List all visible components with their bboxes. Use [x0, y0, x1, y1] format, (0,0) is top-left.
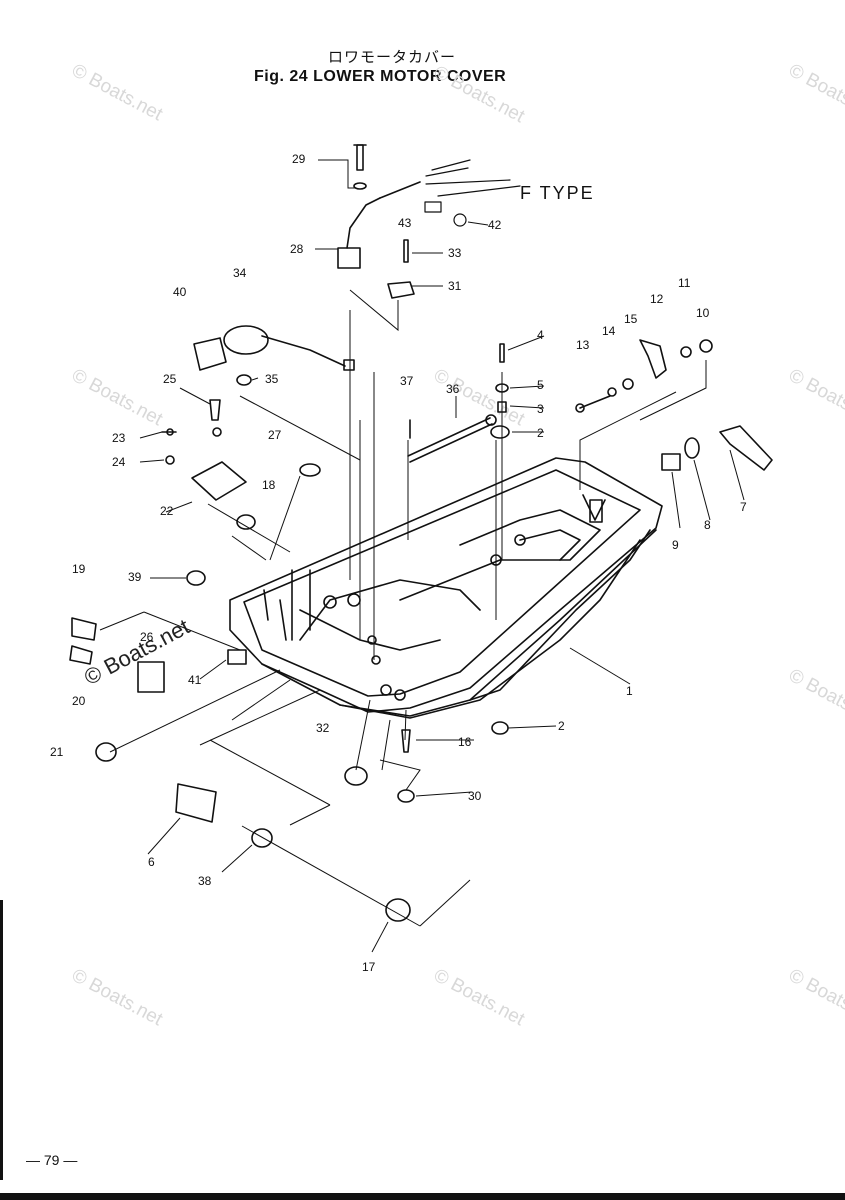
part-12-lever: [639, 339, 667, 379]
part-26-pad: [137, 661, 165, 693]
part-17-plug: [385, 898, 411, 922]
callout-33: 33: [448, 246, 462, 260]
callout-14: 14: [602, 324, 616, 338]
scan-edge: [0, 900, 3, 1180]
callout-29: 29: [292, 152, 306, 166]
part-25-bolt: [209, 399, 222, 437]
callout-16: 16: [458, 735, 472, 749]
callout-6: 6: [148, 855, 155, 869]
callout-11: 11: [678, 276, 691, 290]
callout-31: 31: [448, 279, 462, 293]
part-40-cap: [193, 337, 227, 371]
callout-9: 9: [672, 538, 679, 552]
diagram-title: Fig. 24 LOWER MOTOR COVER: [254, 68, 507, 85]
callout-13: 13: [576, 338, 590, 352]
callout-2b: 2: [558, 719, 565, 733]
callout-18: 18: [262, 478, 276, 492]
part-8-grommet: [684, 437, 700, 459]
part-19-clip: [71, 617, 97, 641]
callout-24: 24: [112, 455, 126, 469]
part-14-washer: [607, 387, 617, 397]
callout-27: 27: [268, 428, 282, 442]
callout-1: 1: [626, 684, 633, 698]
callout-35: 35: [265, 372, 279, 386]
part-13-bolt: [575, 395, 611, 413]
part-22-plate: [191, 461, 247, 501]
part-10-washer: [699, 339, 713, 353]
leader-lines: [99, 159, 745, 953]
callout-17: 17: [362, 960, 376, 974]
callout-41: 41: [188, 673, 202, 687]
part-29-bolt: [353, 144, 367, 190]
callout-4: 4: [537, 328, 544, 342]
part-33-screw: [403, 239, 409, 263]
callout-23: 23: [112, 431, 126, 445]
callout-42: 42: [488, 218, 502, 232]
part-38-plug: [251, 828, 273, 848]
callout-20: 20: [72, 694, 86, 708]
f-type-label: F TYPE: [520, 183, 595, 203]
callout-28: 28: [290, 242, 304, 256]
part-21-plug: [95, 742, 117, 762]
lower-motor-cover-body: [229, 457, 663, 719]
part-15-nut: [622, 378, 634, 390]
callout-19: 19: [72, 562, 86, 576]
callout-25: 25: [163, 372, 177, 386]
callout-8: 8: [704, 518, 711, 532]
callout-30: 30: [468, 789, 482, 803]
part-41-block: [227, 649, 247, 665]
callout-5: 5: [537, 378, 544, 392]
page-number: — 79 —: [26, 1152, 78, 1168]
part-27-grommet: [299, 463, 321, 477]
diagram-title-japanese: ロワモータカバー: [328, 48, 457, 66]
part-2b-grommet: [491, 721, 509, 735]
part-6-plate: [175, 783, 217, 823]
part-28-bracket: [337, 181, 421, 269]
part-35-grommet: [236, 374, 252, 386]
part-39-bushing: [186, 570, 206, 586]
ftype-wire-harness: [424, 159, 521, 227]
callout-22: 22: [160, 504, 174, 518]
callout-2: 2: [537, 426, 544, 440]
part-24-washer: [165, 455, 175, 465]
callout-15: 15: [624, 312, 638, 326]
callout-34: 34: [233, 266, 247, 280]
callout-36: 36: [446, 382, 460, 396]
callout-39: 39: [128, 570, 142, 584]
callout-7: 7: [740, 500, 747, 514]
part-9-bushing: [661, 453, 681, 471]
callout-37: 37: [400, 374, 414, 388]
callout-12: 12: [650, 292, 664, 306]
callout-38: 38: [198, 874, 212, 888]
part-4-screw: [499, 343, 505, 363]
part-20-clip: [69, 645, 93, 665]
part-11-spring: [680, 346, 692, 358]
part-2-grommet: [490, 425, 510, 439]
callout-21: 21: [50, 745, 64, 759]
callout-32: 32: [316, 721, 330, 735]
part-30-grommet: [397, 789, 415, 803]
part-34-switch: [223, 325, 355, 371]
callout-3: 3: [537, 402, 544, 416]
part-23-screw: [161, 428, 177, 436]
part-31-clip: [387, 281, 415, 299]
callout-43: 43: [398, 216, 412, 230]
part-18-bushing: [236, 514, 256, 530]
callout-26: 26: [140, 630, 154, 644]
callout-40: 40: [173, 285, 187, 299]
part-16-screw: [401, 729, 411, 753]
scan-edge: [0, 1193, 845, 1200]
part-36-rod: [407, 414, 497, 463]
part-7-handle: [719, 425, 773, 471]
callout-10: 10: [696, 306, 710, 320]
part-32-cap: [344, 766, 368, 786]
